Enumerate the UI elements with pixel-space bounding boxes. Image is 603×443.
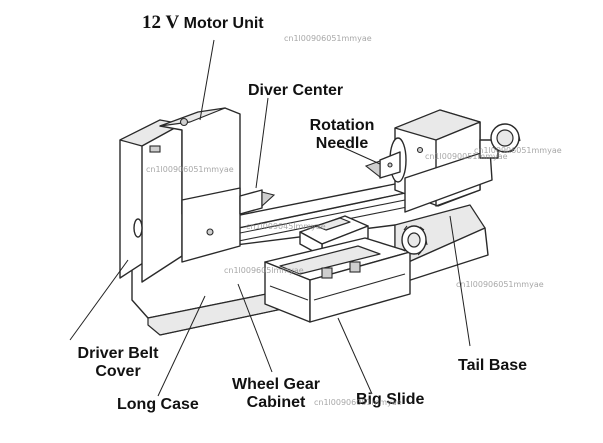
big-slide-part [264,225,428,323]
rotation-line-2: Needle [315,135,369,152]
wheel-gear-line-2: Cabinet [246,394,306,411]
label-rotation-needle: Rotation Needle [300,117,384,153]
watermark-text: cn1l009605lmmyae [224,266,304,275]
motor-voltage-number: 12 [142,12,161,33]
watermark-text: cn1l00906051mmyae [474,146,562,155]
label-wheel-gear-cabinet: Wheel Gear Cabinet [224,376,328,412]
watermark-text: cn1l0090051mmyae [425,152,508,161]
rotation-line-1: Rotation [309,117,375,134]
label-long-case: Long Case [117,396,199,413]
driver-belt-line-2: Cover [95,363,141,380]
driver-belt-line-1: Driver Belt [77,345,159,362]
watermark-text: cn1l00906051mmyae [456,280,544,289]
label-driver-belt-cover: Driver Belt Cover [66,345,170,381]
watermark-text: cn1l009045lmmyae [246,222,326,231]
motor-unit-text: Motor Unit [183,15,264,32]
watermark-text: cn1l00906051mmyae [314,398,402,407]
wheel-gear-line-1: Wheel Gear [231,376,321,393]
label-big-slide: Big Slide [356,391,425,408]
label-diver-center: Diver Center [248,82,344,99]
watermark-text: cn1l00906051mmyae [284,34,372,43]
driver-belt-cover-part [119,107,241,283]
watermark-text: cn1l00906051mmyae [146,165,234,174]
diver-center-part [239,189,276,215]
rotation-needle-part [364,151,401,179]
tail-base-part [389,109,521,213]
label-tail-base: Tail Base [458,357,528,374]
motor-voltage-unit: V [165,12,180,33]
label-motor-unit: 12 V Motor Unit [142,12,264,33]
leader-lines [69,39,471,397]
